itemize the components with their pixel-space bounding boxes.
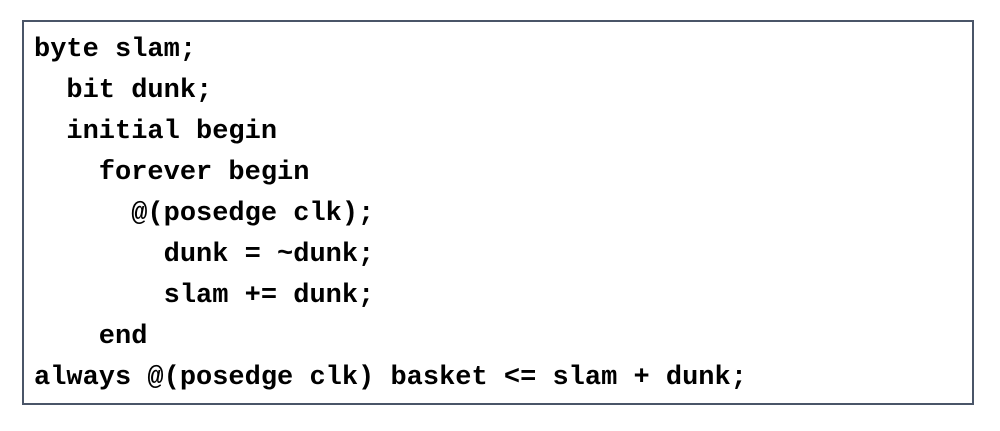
- code-line-6: dunk = ~dunk;: [34, 240, 375, 270]
- code-line-1: byte slam;: [34, 35, 197, 65]
- code-line-9: always @(posedge clk) basket <= slam + d…: [34, 363, 747, 393]
- code-line-8: end: [34, 322, 148, 352]
- code-block: byte slam; bit dunk; initial begin forev…: [22, 20, 974, 405]
- code-line-5: @(posedge clk);: [34, 199, 375, 229]
- code-line-4: forever begin: [34, 158, 310, 188]
- code-line-3: initial begin: [34, 117, 278, 147]
- code-line-2: bit dunk;: [34, 76, 213, 106]
- code-line-7: slam += dunk;: [34, 281, 375, 311]
